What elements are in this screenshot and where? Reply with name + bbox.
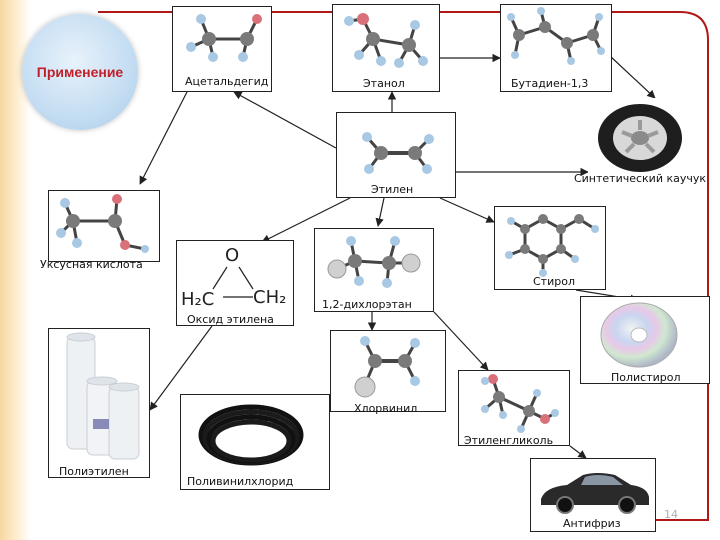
formula-right-group: CH₂ bbox=[253, 287, 287, 308]
arrow-ethylene-styrene bbox=[439, 197, 495, 223]
arrow-oxide-polyethylene bbox=[149, 325, 213, 411]
node-antifreeze: Антифриз bbox=[530, 458, 656, 532]
tire-icon bbox=[598, 104, 682, 172]
title-badge: Применение bbox=[22, 14, 138, 130]
label-styrene: Стирол bbox=[533, 275, 575, 288]
arrow-dichloroethane-glycol bbox=[433, 311, 489, 371]
acetaldehyde-molecule-icon bbox=[186, 14, 262, 62]
node-dichloroethane bbox=[314, 228, 434, 312]
cable-coil-icon bbox=[198, 404, 304, 466]
arrow-butadiene-rubber bbox=[609, 55, 656, 99]
vinyl-chloride-molecule-icon bbox=[354, 336, 420, 398]
label-ethylene-oxide: Оксид этилена bbox=[187, 313, 274, 326]
acetic-acid-molecule-icon bbox=[56, 194, 149, 253]
node-acetaldehyde: Ацетальдегид bbox=[172, 6, 272, 92]
cd-disc-icon bbox=[600, 302, 678, 368]
node-acetic-acid bbox=[48, 190, 160, 262]
label-pvc: Поливинилхлорид bbox=[187, 475, 294, 488]
ethylene-glycol-molecule-icon bbox=[481, 374, 559, 433]
node-rubber: Синтетический каучук bbox=[574, 98, 706, 198]
car-icon bbox=[541, 473, 649, 514]
node-ethylene: Этилен bbox=[336, 112, 456, 198]
label-rubber: Синтетический каучук bbox=[573, 172, 707, 185]
node-ethylene-glycol bbox=[458, 370, 570, 446]
node-pvc: Поливинилхлорид bbox=[180, 394, 330, 490]
formula-left-group: H₂C bbox=[181, 289, 215, 310]
label-ethylene-glycol: Этиленгликоль bbox=[464, 434, 554, 447]
node-polystyrene: Полистирол bbox=[580, 296, 710, 384]
label-acetic-acid: Уксусная кислота bbox=[40, 258, 143, 271]
label-dichloroethane: 1,2-дихлорэтан bbox=[322, 298, 412, 311]
ethylene-molecule-icon bbox=[362, 132, 434, 174]
arrow-ethylene-acetaldehyde bbox=[233, 91, 337, 149]
arrow-ethylene-oxide bbox=[261, 197, 351, 243]
formula-oxygen: O bbox=[225, 245, 240, 266]
epoxide-ring-lines bbox=[212, 266, 254, 298]
label-polystyrene: Полистирол bbox=[611, 371, 681, 384]
node-vinyl-chloride bbox=[330, 330, 446, 412]
label-vinyl-chloride: Хлорвинил bbox=[354, 402, 418, 415]
arrow-ethylene-dichloroethane bbox=[375, 197, 385, 227]
label-butadiene: Бутадиен-1,3 bbox=[511, 77, 589, 90]
plastic-rolls-icon bbox=[66, 332, 140, 460]
label-antifreeze: Антифриз bbox=[563, 517, 621, 530]
node-butadiene: Бутадиен-1,3 bbox=[500, 4, 612, 92]
label-ethanol: Этанол bbox=[363, 77, 405, 90]
page-number: 14 bbox=[664, 508, 678, 521]
label-polyethylene: Полиэтилен bbox=[59, 465, 129, 478]
node-styrene: Стирол bbox=[494, 206, 606, 290]
dichloroethane-molecule-icon bbox=[327, 236, 421, 288]
arrow-glycol-antifreeze bbox=[569, 445, 587, 459]
node-ethanol: Этанол bbox=[332, 4, 440, 92]
node-polyethylene: Полиэтилен bbox=[48, 328, 150, 478]
label-acetaldehyde: Ацетальдегид bbox=[185, 75, 269, 88]
ethanol-molecule-icon bbox=[344, 13, 428, 68]
label-ethylene: Этилен bbox=[371, 183, 414, 196]
page-title: Применение bbox=[36, 64, 124, 80]
arrow-acetaldehyde-acetic bbox=[139, 89, 189, 185]
butadiene-molecule-icon bbox=[507, 7, 605, 65]
styrene-molecule-icon bbox=[505, 214, 599, 277]
node-ethylene-oxide: O H₂C CH₂ Оксид этилена bbox=[176, 240, 294, 326]
outer-frame bbox=[98, 11, 709, 521]
